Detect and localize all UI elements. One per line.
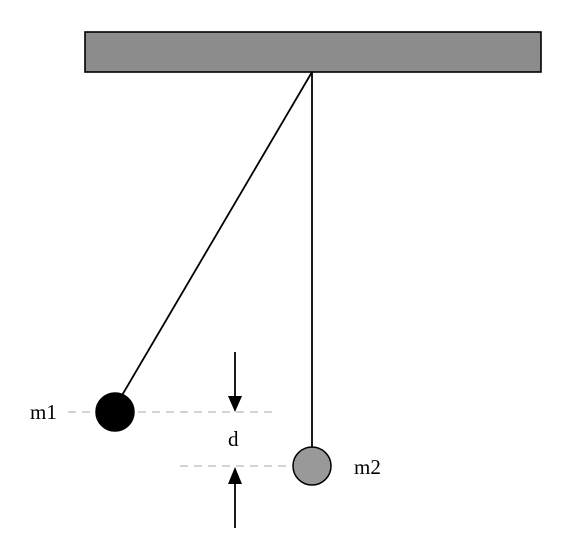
string-mass1 xyxy=(120,71,313,398)
ceiling-support xyxy=(84,31,542,73)
mass1-bob xyxy=(95,392,135,432)
mass2-bob xyxy=(292,446,332,486)
separation-arrow-top-head xyxy=(228,396,242,412)
mass1-label: m1 xyxy=(30,400,57,424)
mass2-label: m2 xyxy=(354,455,381,479)
separation-label: d xyxy=(228,427,239,451)
separation-arrow-bottom-head xyxy=(228,467,242,484)
